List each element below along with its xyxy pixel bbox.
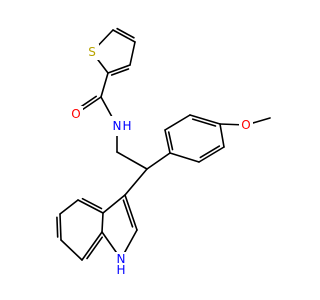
- bond-I7-I7a-double: [86, 236, 104, 260]
- bond-CH2-CH: [116, 151, 148, 170]
- bond-layer: [56, 27, 271, 261]
- methoxy-oxygen-label: O: [241, 118, 250, 132]
- indole-nitrogen-label: N: [117, 252, 126, 266]
- bond-I7a-I3a: [101, 212, 104, 233]
- atom-label-layer: S O N H O N H: [69, 44, 253, 278]
- bond-CH-I3: [124, 168, 148, 196]
- bond-I6-I7: [60, 239, 83, 261]
- bond-T2-T3: [107, 64, 131, 74]
- bond-I4-I5: [59, 199, 79, 215]
- carbonyl-oxygen-label-bg: [69, 106, 83, 122]
- bond-T2-T3-double: [110, 68, 130, 76]
- molecule-structure: S O N H O N H: [56, 27, 271, 278]
- bond-CH-P1: [146, 152, 171, 170]
- bond-I3-I2: [124, 194, 138, 231]
- bond-P3-P4-double: [191, 118, 217, 127]
- bond-I3a-I4-double: [81, 197, 103, 210]
- bond-P5-P6-double: [199, 145, 221, 159]
- bond-T4-T5-double: [116, 27, 135, 39]
- bond-P2-P3: [164, 114, 191, 131]
- amide-hydrogen-label: H: [122, 119, 131, 133]
- sulfur-label-bg: [85, 44, 99, 60]
- bond-P1-P2: [164, 129, 171, 154]
- bond-I3a-I4: [77, 199, 104, 214]
- bond-P4-P5: [219, 123, 225, 148]
- bond-P3-P4: [189, 114, 221, 125]
- bond-P5-P6: [198, 146, 225, 163]
- bond-I3a-I3: [102, 194, 126, 214]
- bond-T4-T5: [112, 29, 136, 43]
- indole-hydrogen-label: H: [116, 263, 125, 277]
- bond-I3-I2-double: [122, 199, 134, 228]
- amide-nitrogen-label: N: [113, 119, 122, 133]
- bond-P1-P2-double: [167, 131, 174, 151]
- bond-I5-I6-double: [56, 216, 59, 238]
- carbonyl-oxygen-label: O: [71, 107, 80, 121]
- bond-P6-P1: [169, 152, 200, 163]
- methoxy-oxygen-label-bg: [239, 117, 253, 133]
- bond-T3-T4: [129, 41, 136, 66]
- indole-nh-label-bg: [113, 252, 129, 278]
- bond-T2-Cc: [100, 72, 109, 98]
- sulfur-atom-label: S: [88, 45, 96, 59]
- amide-nh-label-bg: [108, 116, 132, 136]
- bond-I5-I6: [59, 213, 62, 241]
- bond-I7-I7a: [81, 231, 103, 261]
